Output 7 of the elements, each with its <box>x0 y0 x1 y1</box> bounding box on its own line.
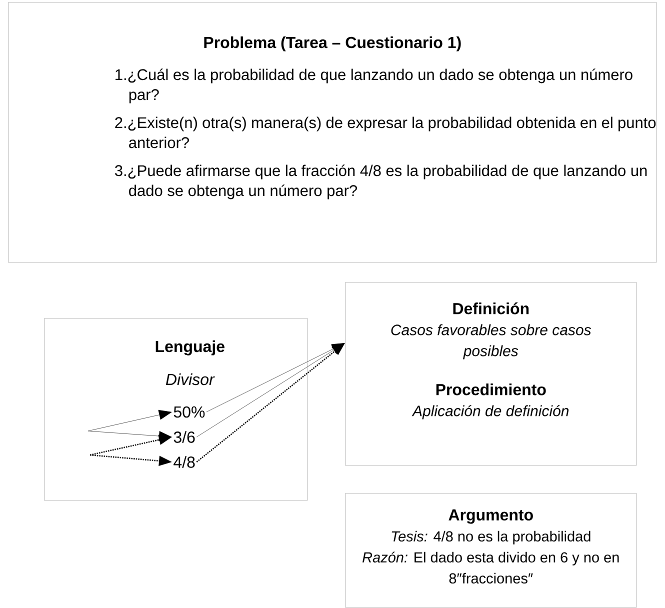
definition-box: Definición Casos favorables sobre casos posibles Procedimiento Aplicación de definición <box>345 282 637 466</box>
argument-box: Argumento Tesis: 4/8 no es la probabilidad Razón: El dado esta divido en 6 y no en 8″fracciones″ <box>345 493 637 608</box>
fraction-text: 3/6 <box>174 431 195 443</box>
fraction-text: 4/8 <box>174 456 195 468</box>
problem-box: Problema (Tarea – Cuestionario 1) 1.¿Cuál es la probabilidad de que lanzando un dado se obtenga un número par? 2.¿Existe(n) otra(s) manera(s) de expresar la probabilidad obtenida en el punto anterior? 3.¿Puede afirmarse que la fracción 4/8 es la probabilidad de que lanzando un dado se obtenga un número par? <box>8 2 657 263</box>
fraction-text: 50% <box>174 406 205 418</box>
arrow <box>88 410 172 432</box>
